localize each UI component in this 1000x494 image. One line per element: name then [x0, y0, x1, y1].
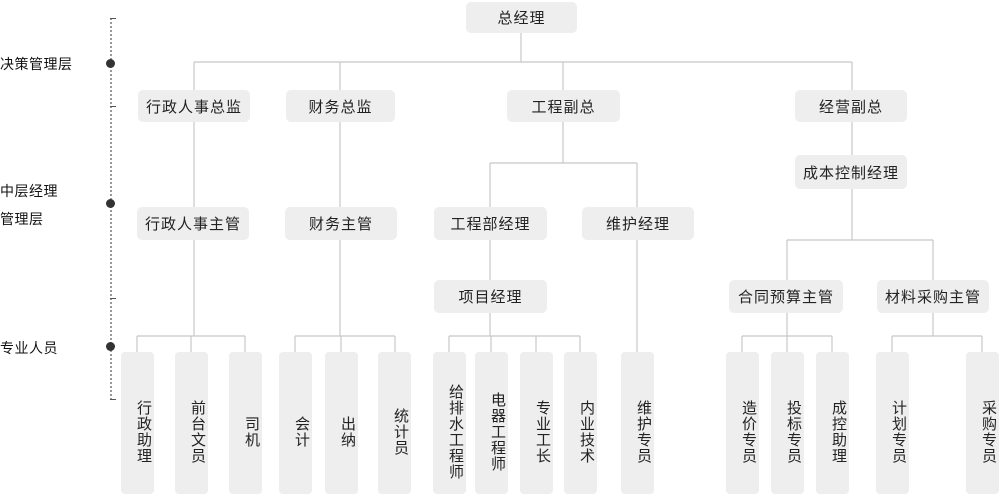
staff-bid-specialist: 投标专员 — [771, 352, 804, 494]
staff-electrical-engineer: 电器工程师 — [475, 352, 508, 494]
staff-maintenance-specialist: 维护专员 — [621, 352, 654, 494]
staff-front-desk: 前台文员 — [175, 352, 208, 494]
node-hr-supervisor: 行政人事主管 — [137, 207, 249, 240]
staff-statistician: 统计员 — [378, 352, 411, 494]
node-general-manager: 总经理 — [466, 2, 577, 33]
node-maintenance-manager: 维护经理 — [582, 207, 694, 240]
staff-plumbing-engineer: 给排水工程师 — [433, 352, 466, 494]
node-cost-control-manager: 成本控制经理 — [795, 155, 907, 189]
node-hr-director: 行政人事总监 — [138, 90, 250, 122]
staff-driver: 司机 — [229, 352, 262, 494]
staff-cost-specialist: 造价专员 — [726, 352, 759, 494]
node-engineering-vp: 工程副总 — [507, 90, 620, 122]
node-contract-budget-supervisor: 合同预算主管 — [729, 280, 843, 313]
layer-dot-staff — [106, 342, 115, 351]
staff-purchasing-specialist: 采购专员 — [966, 352, 999, 494]
staff-cost-control-assistant: 成控助理 — [816, 352, 849, 494]
staff-accountant: 会计 — [279, 352, 312, 494]
layer-label-middle-line2: 管理层 — [0, 212, 44, 228]
layer-label-staff: 专业人员 — [0, 341, 58, 357]
staff-interior-tech: 内业技术 — [564, 352, 597, 494]
layer-label-decision: 决策管理层 — [0, 57, 73, 73]
node-engineering-manager: 工程部经理 — [434, 207, 547, 240]
layer-dot-decision — [106, 59, 115, 68]
staff-planning-specialist: 计划专员 — [876, 352, 909, 494]
node-material-purchase-supervisor: 材料采购主管 — [877, 280, 989, 313]
node-finance-director: 财务总监 — [286, 90, 395, 122]
staff-cashier: 出纳 — [325, 352, 358, 494]
axis-tick — [110, 18, 116, 19]
layer-label-middle-line1: 中层经理 — [0, 184, 58, 200]
axis-tick — [110, 298, 116, 299]
node-business-vp: 经营副总 — [795, 90, 907, 122]
staff-admin-assistant: 行政助理 — [121, 352, 154, 494]
node-finance-supervisor: 财务主管 — [285, 207, 397, 240]
axis-tick — [110, 399, 116, 400]
layer-dot-middle — [106, 199, 115, 208]
staff-foreman: 专业工长 — [520, 352, 553, 494]
axis-tick — [110, 106, 116, 107]
node-project-manager: 项目经理 — [434, 280, 547, 313]
